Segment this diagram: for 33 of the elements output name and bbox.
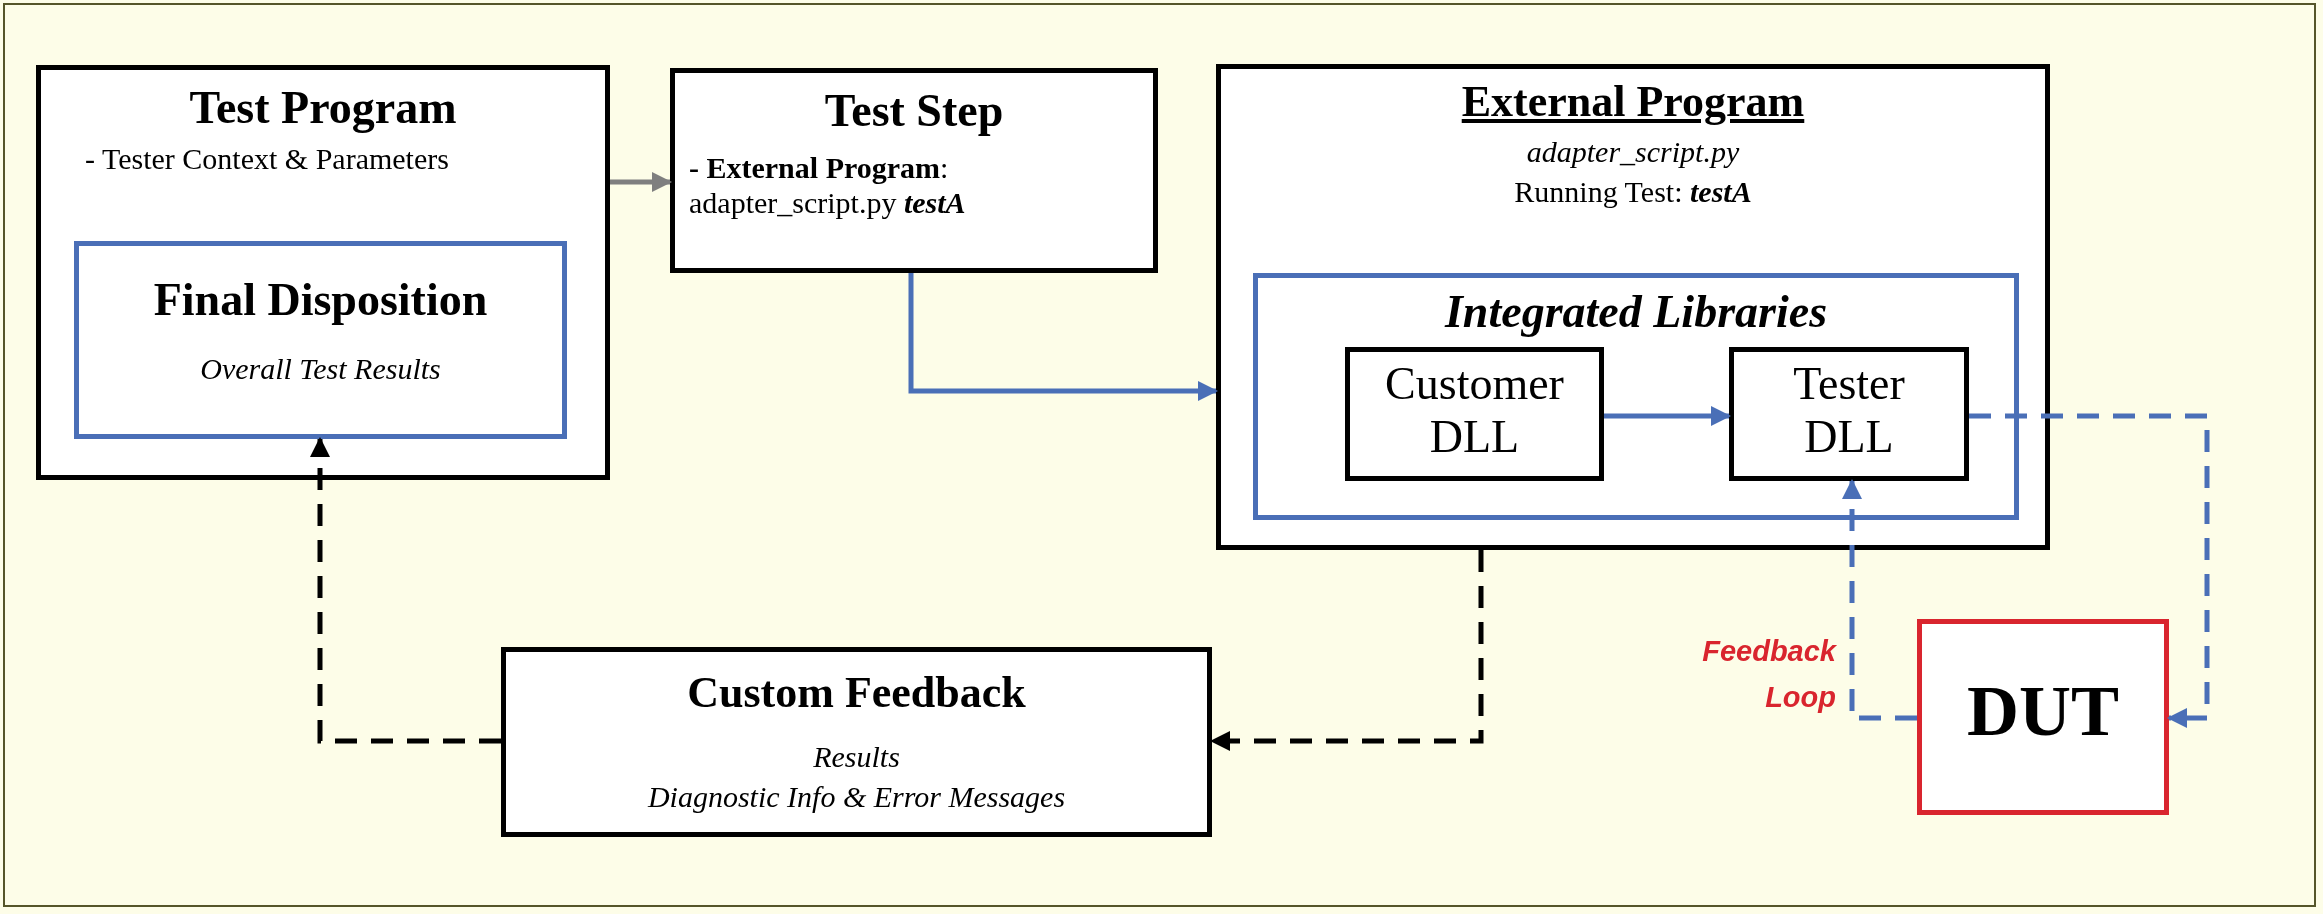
edge-label: Feedback Loop [1701, 634, 1836, 716]
dashed-arrow [1210, 550, 1484, 751]
running-test-text: Running Test: testA [1513, 175, 1753, 210]
box-subtitle: Overall Test Results [199, 352, 442, 387]
step-description: - External Program: adapter_script.py testA [689, 151, 967, 220]
dashed-arrow [310, 437, 501, 744]
group-title: Integrated Libraries [1443, 286, 1829, 339]
program-box [1216, 64, 2050, 550]
library-box [1345, 347, 1604, 481]
arrow [908, 273, 1218, 401]
arrow [610, 172, 672, 192]
box-label: DUT [1966, 670, 2120, 753]
dashed-arrow [1842, 479, 1917, 721]
library-box [1729, 347, 1969, 481]
process-box [501, 647, 1212, 837]
process-box [670, 68, 1158, 273]
dashed-arrow [1969, 413, 2210, 728]
box-label: Tester DLL [1792, 358, 1906, 464]
arrow [1604, 406, 1731, 426]
library-group-box [1253, 273, 2019, 520]
result-text: Results [812, 740, 901, 775]
disposition-box [74, 241, 567, 439]
program-box [36, 65, 610, 480]
box-title: Custom Feedback [686, 668, 1027, 719]
script-name: adapter_script.py [1525, 135, 1741, 170]
box-title: Test Step [823, 85, 1005, 138]
box-title: Test Program [188, 82, 458, 135]
result-text: Diagnostic Info & Error Messages [646, 780, 1067, 815]
bullet-text: - Tester Context & Parameters [85, 142, 450, 177]
device-box [1917, 619, 2169, 815]
box-title: External Program [1460, 77, 1806, 128]
box-label: Customer DLL [1384, 358, 1565, 464]
box-title: Final Disposition [152, 274, 489, 327]
